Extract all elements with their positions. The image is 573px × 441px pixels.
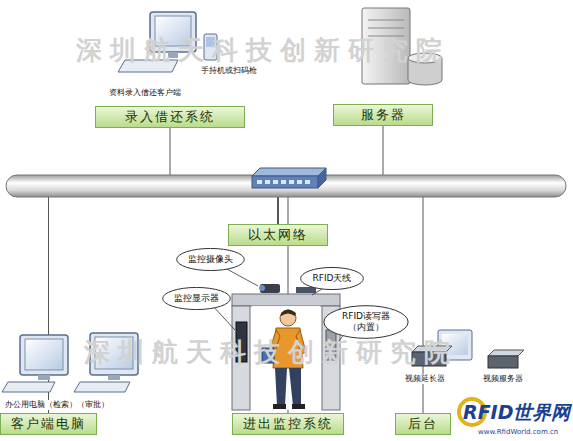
band-text: 客户端电脑: [11, 416, 86, 432]
watermark: 深圳航天科技创新研究院: [76, 36, 450, 64]
callout-ellipse: 监控显示器: [162, 287, 231, 310]
logo-text: RFID世界网: [463, 401, 570, 423]
ellipse-shape: [324, 306, 408, 339]
band-text: 录入借还系统: [106, 109, 234, 125]
band-text: 进出监控系统: [243, 416, 333, 432]
device-label: 资料录入借还客户端: [108, 88, 182, 98]
band-text: 后台: [406, 416, 440, 432]
callout-text: 监控显示器: [174, 293, 219, 304]
logo-url: www.RfidWorld.com.cn: [478, 428, 558, 437]
ellipse-shape: [301, 267, 364, 289]
ellipse-shape: [163, 287, 231, 309]
device-label: 视频延长器: [404, 374, 446, 384]
watermark: 深圳航天科技创新研究院: [84, 338, 458, 366]
callout-ellipse: RFID天线: [300, 267, 364, 290]
system-band: 服务器: [333, 104, 433, 126]
system-band: 进出监控系统: [232, 413, 344, 435]
band-text: 以太网络: [239, 227, 317, 243]
system-band: 客户端电脑: [0, 413, 97, 435]
ellipse-shape: [177, 248, 245, 270]
device-label: 办公用电脑（检索）（审批）: [4, 400, 110, 410]
system-band: 以太网络: [228, 224, 328, 246]
network-switch: [252, 168, 326, 188]
callout-text: RFID读写器 （内置）: [335, 311, 397, 333]
callout-text: RFID天线: [312, 273, 352, 284]
callout-ellipse: 监控摄像头: [176, 248, 245, 271]
band-text: 服务器: [344, 107, 422, 123]
device-label: 视频服务器: [482, 374, 524, 384]
callout-text: 监控摄像头: [188, 254, 233, 265]
system-band: 后台: [395, 413, 451, 435]
ethernet-pipe: [6, 175, 566, 197]
system-band: 录入借还系统: [95, 106, 245, 128]
callout-ellipse: RFID读写器 （内置）: [323, 305, 409, 339]
device-label: 手持机或扫码枪: [200, 66, 258, 76]
